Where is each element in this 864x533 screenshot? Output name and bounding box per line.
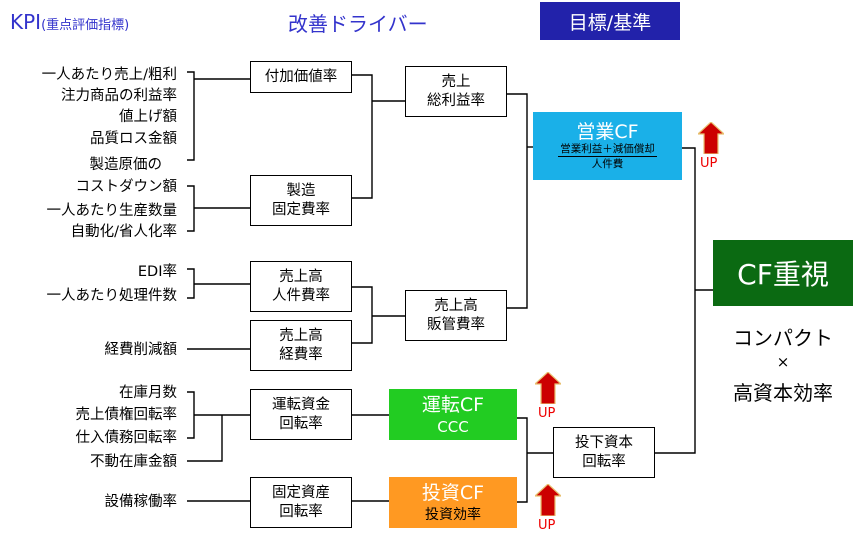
kpi-item: 製造原価の xyxy=(89,157,163,173)
kpi-header-main: KPI xyxy=(10,10,42,34)
bracket-value-added xyxy=(187,71,195,161)
kpi-item: 注力商品の利益率 xyxy=(61,88,177,104)
goal-line1: コンパクト xyxy=(733,326,833,350)
driver-working-capital-turnover: 運転資金 回転率 xyxy=(250,389,352,440)
mid-gross-margin: 売上 総利益率 xyxy=(405,66,507,117)
operating-cf-denominator: 人件費 xyxy=(591,158,624,170)
driver-label: 製造 xyxy=(286,182,316,199)
kpi-item: 一人あたり処理件数 xyxy=(46,288,178,304)
target-header: 目標/基準 xyxy=(540,2,680,40)
goal-line2: 高資本効率 xyxy=(733,381,833,405)
mid-label: 売上高 xyxy=(434,297,478,314)
driver-labor-cost-ratio: 売上高 人件費率 xyxy=(250,261,352,312)
driver-mfg-fixed-cost: 製造 固定費率 xyxy=(250,175,352,226)
investing-cf-box: 投資CF 投資効率 xyxy=(389,477,517,528)
mid-label: 売上 xyxy=(441,73,471,90)
driver-label: 運転資金 xyxy=(272,396,330,413)
mid-label: 回転率 xyxy=(582,453,626,470)
driver-label: 人件費率 xyxy=(272,287,330,304)
driver-value-added: 付加価値率 xyxy=(250,61,352,93)
driver-label: 固定資産 xyxy=(272,484,330,501)
kpi-item: 品質ロス金額 xyxy=(90,131,177,147)
driver-fixed-asset-turnover: 固定資産 回転率 xyxy=(250,477,352,528)
kpi-item: 値上げ額 xyxy=(119,109,177,125)
mid-sga-ratio: 売上高 販管費率 xyxy=(405,290,507,341)
driver-label: 付加価値率 xyxy=(264,68,338,85)
driver-label: 経費率 xyxy=(279,346,323,363)
driver-label: 回転率 xyxy=(279,415,323,432)
up-arrow-icon xyxy=(535,372,561,404)
operating-cf-title: 営業CF xyxy=(576,121,639,143)
operating-cf-formula: 営業利益＋減価償却 xyxy=(558,143,657,157)
investing-cf-sub: 投資効率 xyxy=(425,506,481,523)
cf-focus-box: CF重視 xyxy=(713,240,853,306)
mid-invested-capital-turnover: 投下資本 回転率 xyxy=(553,427,655,478)
up-label: UP xyxy=(538,406,556,421)
kpi-item: 設備稼働率 xyxy=(104,494,178,510)
times-symbol: × xyxy=(776,353,790,371)
bracket-labor xyxy=(187,268,195,299)
up-arrow-icon xyxy=(535,484,561,516)
mid-label: 販管費率 xyxy=(427,316,485,333)
mid-label: 総利益率 xyxy=(427,92,485,109)
investing-cf-title: 投資CF xyxy=(421,481,485,504)
kpi-item: コストダウン額 xyxy=(75,179,178,195)
up-label: UP xyxy=(538,518,556,533)
kpi-header-sub: (重点評価指標) xyxy=(41,18,130,33)
working-cf-sub: CCC xyxy=(437,417,469,436)
operating-cf-box: 営業CF 営業利益＋減価償却 人件費 xyxy=(533,112,682,180)
kpi-item: 不動在庫金額 xyxy=(90,454,177,470)
driver-label: 固定費率 xyxy=(272,201,330,218)
working-cf-title: 運転CF xyxy=(421,393,485,416)
bracket-mfg-fixed xyxy=(187,185,195,232)
up-label: UP xyxy=(700,156,718,171)
working-cf-box: 運転CF CCC xyxy=(389,389,517,440)
bracket-working-capital xyxy=(187,391,195,439)
kpi-item: 自動化/省人化率 xyxy=(70,224,177,240)
kpi-item: 一人あたり売上/粗利 xyxy=(41,67,177,83)
kpi-item: EDI率 xyxy=(137,264,177,280)
kpi-item: 売上債権回転率 xyxy=(75,407,178,423)
kpi-item: 仕入債務回転率 xyxy=(75,430,178,446)
mid-label: 投下資本 xyxy=(575,434,633,451)
up-arrow-icon xyxy=(698,122,724,154)
drivers-header: 改善ドライバー xyxy=(288,12,428,36)
driver-label: 回転率 xyxy=(279,503,323,520)
driver-label: 売上高 xyxy=(279,327,323,344)
driver-expense-ratio: 売上高 経費率 xyxy=(250,320,352,371)
kpi-item: 在庫月数 xyxy=(119,385,177,401)
kpi-item: 経費削減額 xyxy=(104,342,178,358)
kpi-item: 一人あたり生産数量 xyxy=(46,203,178,219)
driver-label: 売上高 xyxy=(279,268,323,285)
kpi-header: KPI(重点評価指標) xyxy=(10,10,129,34)
